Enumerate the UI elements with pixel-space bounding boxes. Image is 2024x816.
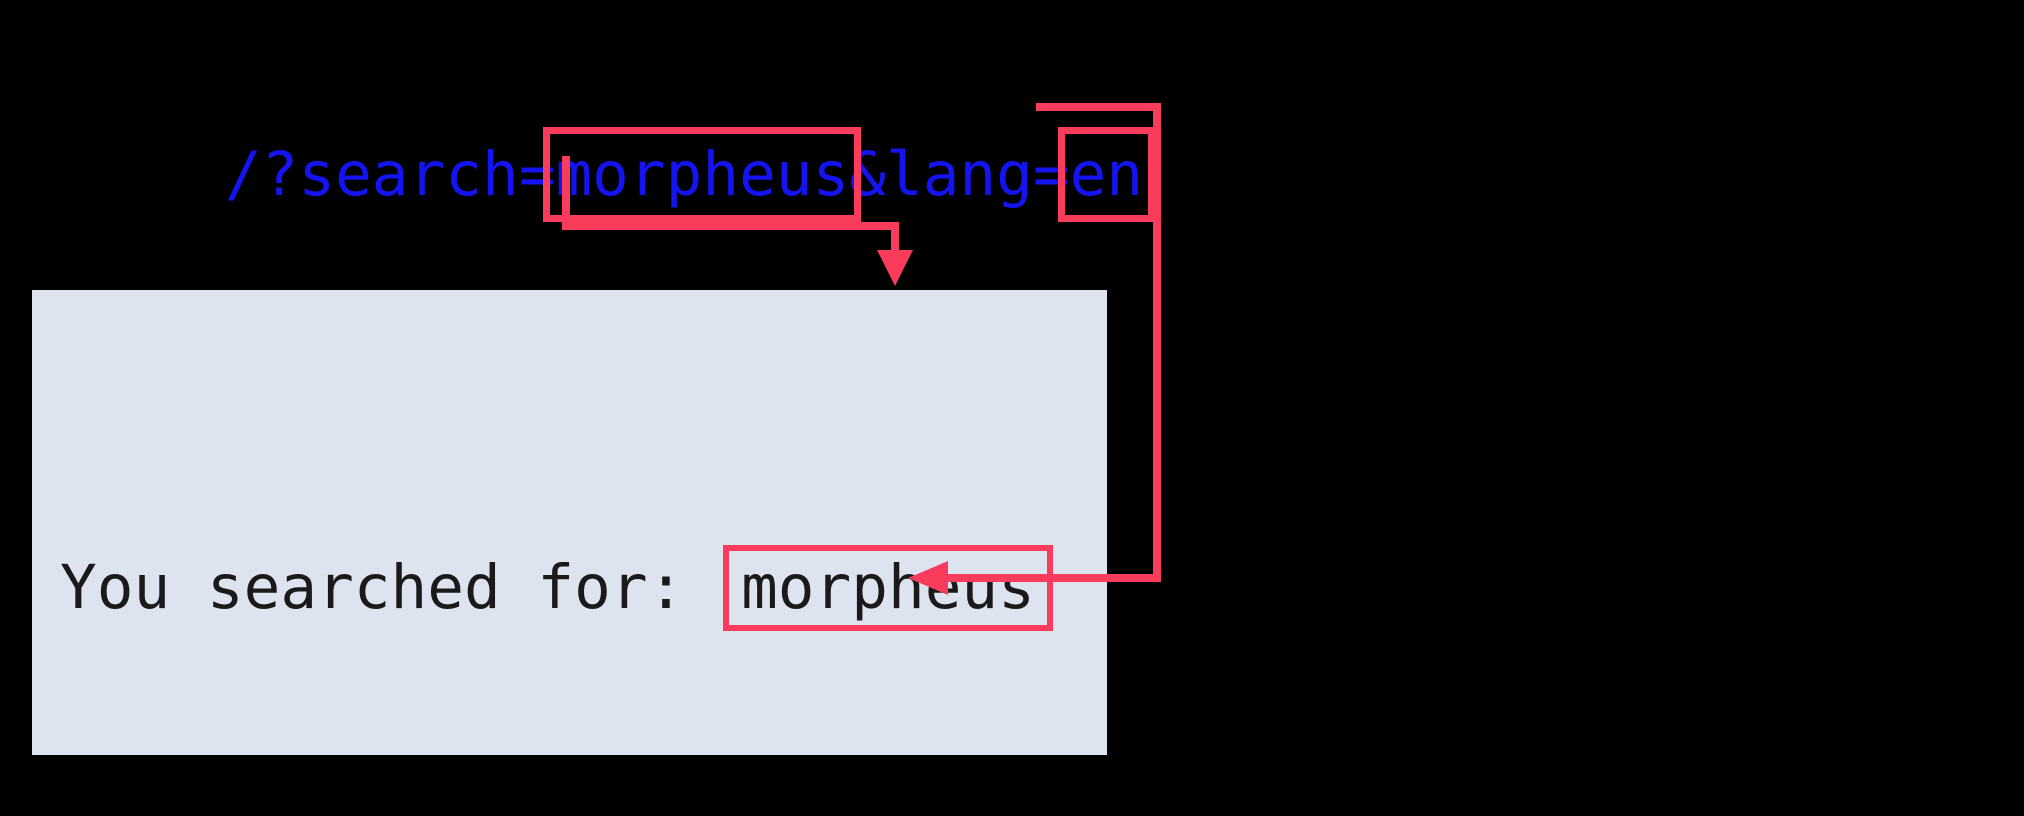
url-search-value: morpheus (555, 139, 850, 210)
search-result-line: You searched for: morpheus (60, 530, 1107, 645)
result-panel: You searched for: morpheus <script> var … (32, 290, 1107, 755)
highlight-box-reflected-search-value: morpheus (723, 545, 1053, 632)
url-separator: &lang= (849, 139, 1070, 210)
url-prefix: /?search= (224, 139, 556, 210)
url-lang-value: en (1069, 139, 1144, 210)
reflected-search-value: morpheus (741, 552, 1035, 623)
search-result-label: You searched for: (60, 552, 722, 623)
highlight-box-url-lang-value: en (1057, 127, 1156, 222)
url-text: /?search=morpheus&lang=en (78, 80, 1156, 269)
highlight-box-url-search-value: morpheus (543, 127, 862, 222)
